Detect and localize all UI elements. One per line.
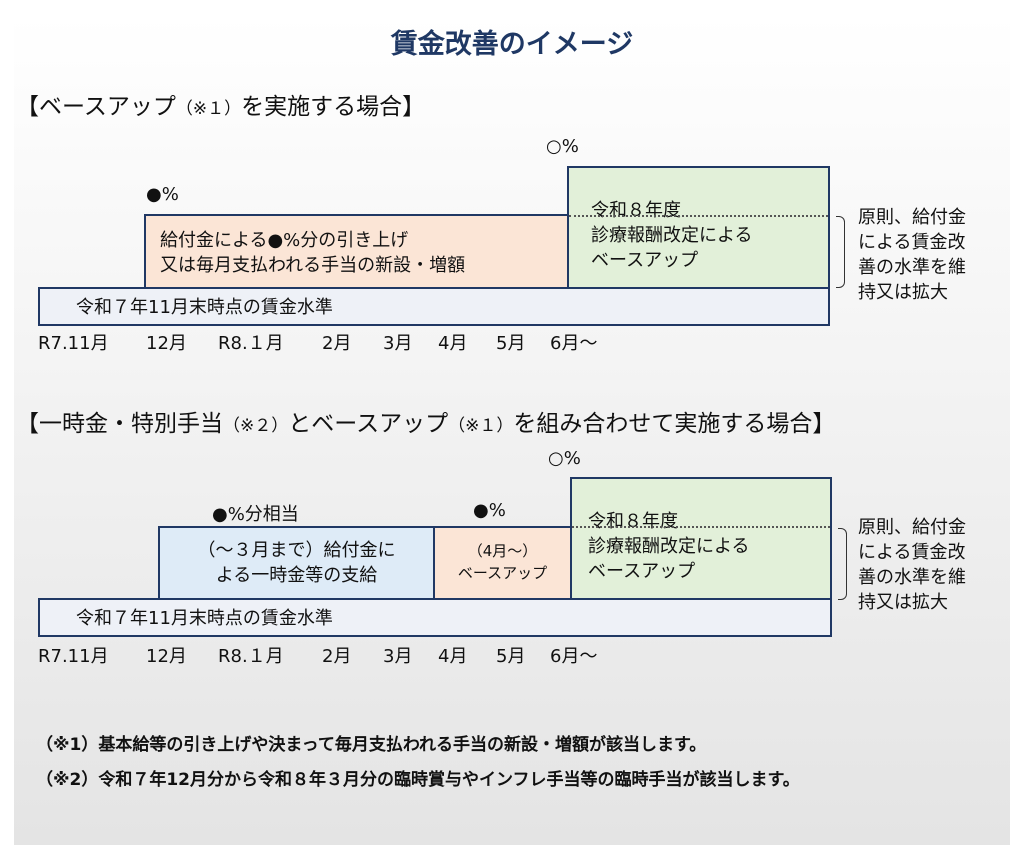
raise-box-line: 又は毎月支払われる手当の新設・増額 [160, 255, 466, 276]
heading-note: （※１） [175, 99, 242, 119]
baseup-box-line: ベースアップ [457, 564, 548, 582]
month-label: 5月 [496, 646, 526, 667]
revision-baseup-box: 令和８年度 診療報酬改定による ベースアップ [567, 166, 830, 289]
month-label: 3月 [383, 333, 413, 354]
month-label: 12月 [146, 646, 187, 667]
section1-heading: 【ベースアップ（※１）を実施する場合】 [16, 87, 425, 121]
revision-baseup-box: 令和８年度 診療報酬改定による ベースアップ [570, 477, 832, 600]
month-label: R7.11月 [38, 333, 109, 354]
month-label: 4月 [438, 646, 468, 667]
brace-icon [836, 216, 845, 288]
side-note: 原則、給付金による賃金改善の水準を維持又は拡大 [858, 207, 966, 303]
green-box-line: 診療報酬改定による [588, 536, 750, 557]
month-label: 6月〜 [550, 333, 598, 354]
top-percent-label: ○% [548, 448, 581, 469]
month-label: 5月 [496, 333, 526, 354]
green-box-line: ベースアップ [588, 561, 696, 582]
heading-text: を実施する場合】 [241, 94, 426, 120]
month-label: 3月 [383, 646, 413, 667]
green-box-line: 令和８年度 [588, 511, 678, 532]
green-box-line: ベースアップ [591, 250, 699, 271]
heading-note: （※２） [223, 416, 289, 436]
month-label: 2月 [322, 333, 352, 354]
raise-box-line: 給付金による●%分の引き上げ [160, 230, 409, 251]
green-box-line: 診療報酬改定による [591, 225, 753, 246]
baseup-box-line: （4月〜） [467, 542, 538, 560]
month-label: R7.11月 [38, 646, 109, 667]
base-wage-box: 令和７年11月末時点の賃金水準 [38, 287, 830, 326]
green-box-line: 令和８年度 [591, 200, 681, 221]
month-label: R8.１月 [218, 333, 284, 354]
heading-note: （※１） [448, 416, 514, 436]
lump-box-line: （〜３月まで）給付金に [197, 540, 396, 561]
page-title: 賃金改善のイメージ [390, 29, 634, 60]
slide-background [14, 15, 1010, 845]
heading-text: 【一時金・特別手当 [16, 411, 223, 437]
footnote-1: （※1）基本給等の引き上げや決まって毎月支払われる手当の新設・増額が該当します。 [36, 735, 707, 755]
month-label: 4月 [438, 333, 468, 354]
base-wage-box: 令和７年11月末時点の賃金水準 [38, 598, 832, 637]
month-label: 6月〜 [550, 646, 598, 667]
footnote-2: （※2）令和７年12月分から令和８年３月分の臨時賞与やインフレ手当等の臨時手当が… [36, 770, 800, 790]
raise-box: 給付金による●%分の引き上げ 又は毎月支払われる手当の新設・増額 [144, 214, 570, 289]
dotted-level-line [572, 526, 830, 528]
top-percent-label: ○% [546, 136, 579, 157]
heading-text: 【ベースアップ [16, 94, 176, 120]
lump-box-line: よる一時金等の支給 [215, 565, 378, 586]
side-note: 原則、給付金による賃金改善の水準を維持又は拡大 [858, 517, 966, 613]
baseup-percent-label: ●% [473, 500, 506, 521]
lump-percent-label: ●%分相当 [212, 504, 299, 525]
month-label: 12月 [146, 333, 187, 354]
month-label: R8.１月 [218, 646, 284, 667]
heading-text: とベースアップ [288, 411, 449, 437]
raise-percent-label: ●% [146, 184, 179, 205]
brace-icon [838, 528, 847, 600]
lump-sum-box: （〜３月まで）給付金に よる一時金等の支給 [158, 526, 435, 600]
dotted-level-line [569, 215, 828, 217]
april-baseup-box: （4月〜） ベースアップ [433, 526, 572, 600]
heading-text: を組み合わせて実施する場合】 [513, 411, 836, 437]
section2-heading: 【一時金・特別手当（※２）とベースアップ（※１）を組み合わせて実施する場合】 [16, 404, 835, 438]
month-label: 2月 [322, 646, 352, 667]
